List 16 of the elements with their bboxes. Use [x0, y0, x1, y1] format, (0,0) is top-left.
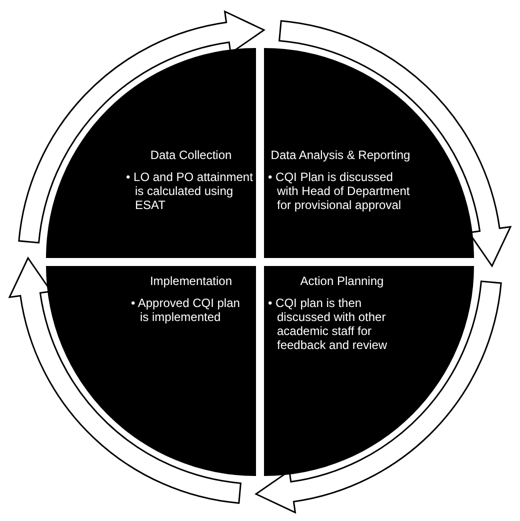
quadrant-segment — [264, 48, 475, 259]
segment-heading: Implementation — [148, 274, 234, 288]
bullet-text: • CQI Plan is discussed with Head of Department for provisional approval — [268, 170, 411, 212]
curved-arrow — [255, 280, 502, 514]
segment-heading: Data Collection — [149, 148, 233, 162]
quadrant-segment — [264, 266, 475, 477]
quadrant-segment — [46, 266, 257, 477]
quadrant-segment — [46, 48, 257, 259]
bullet-text: • LO and PO attainment is calculated using ESAT — [126, 170, 254, 212]
segment-heading: Action Planning — [299, 274, 385, 288]
curved-arrow — [18, 10, 265, 244]
bullet-text: • CQI plan is then discussed with other academic staff for feedback and review — [268, 296, 388, 352]
segment-heading: Data Analysis & Reporting — [270, 148, 412, 162]
curved-arrow — [8, 257, 242, 504]
curved-arrow — [278, 20, 512, 267]
bullet-text: • Approved CQI plan is implemented — [131, 296, 241, 324]
